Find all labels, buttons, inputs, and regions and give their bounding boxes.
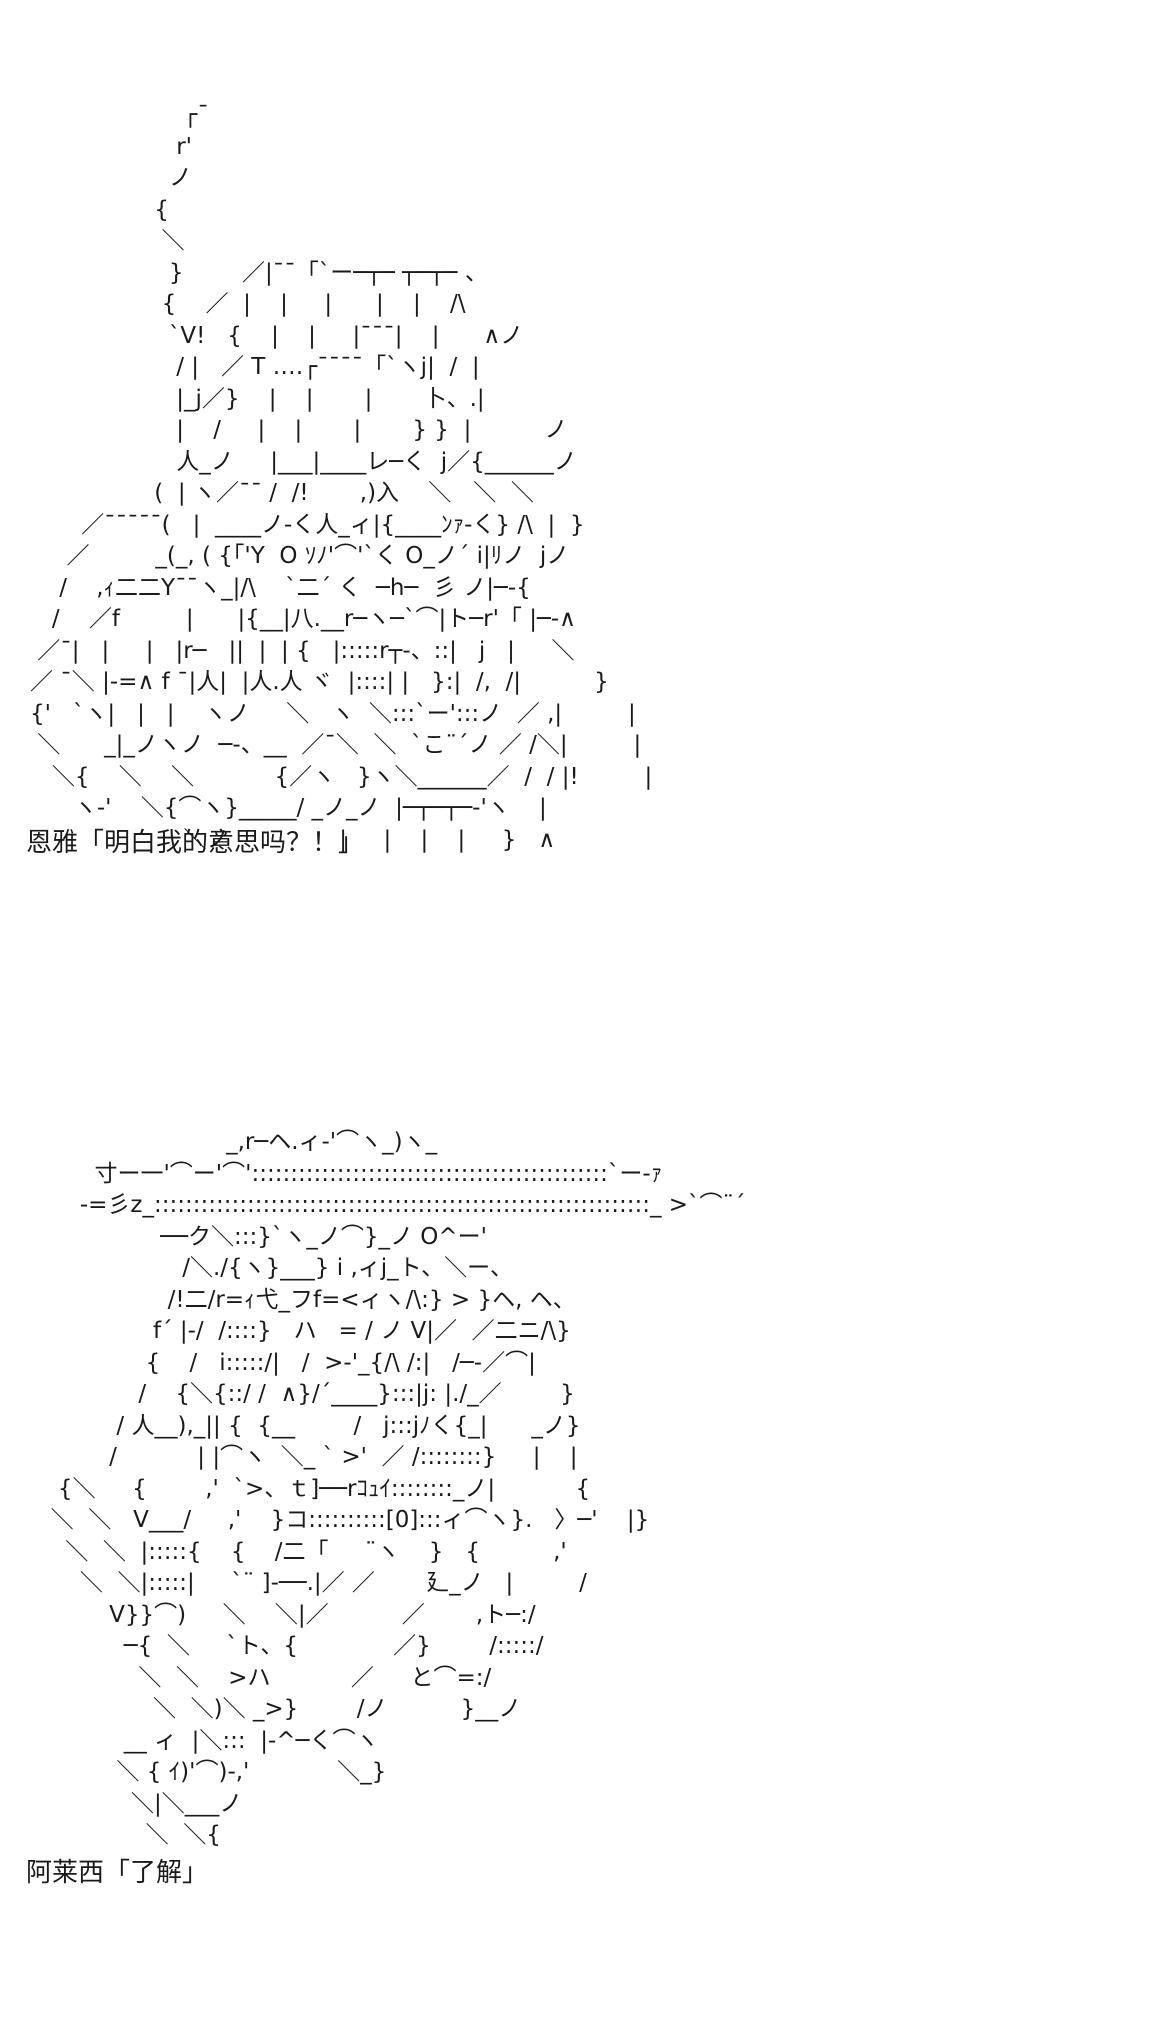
- art-line: / {＼{::/ / ∧}/´____}:::|j: |./_／ }: [36, 1381, 575, 1407]
- art-line: f´ |-/ /::::} ハ = / ノ V|／ ／二ニ/\}: [36, 1318, 571, 1344]
- ascii-art-alessi: _,r─ヘ.ィ-'⌒ヽ_)ヽ_ 寸ー一'⌒ー'⌒':::::::::::::::…: [36, 1127, 746, 1852]
- art-line: | / | | | } } | ノ: [30, 417, 568, 443]
- art-line: ／ ¯＼ |‐=∧ f ¯|人| |人.人 ヾ |::::| | }:| /, …: [30, 669, 609, 695]
- art-line: __ ィ |＼::: |-^─く⌒ヽ: [36, 1727, 379, 1754]
- art-line: ＼ { ｲ)'⌒)-,' ＼_}: [36, 1759, 387, 1785]
- art-line: /!二/r=ｨ弋_フf=<ィヽ/\:} > }ヘ, ヘ、: [36, 1286, 576, 1313]
- art-line: _,r─ヘ.ィ-'⌒ヽ_)ヽ_: [36, 1129, 438, 1155]
- ascii-art-ena: ┌¯ r' ノ { ＼ } ／|¯¯「`ー─┬─ ┬─┬─ 、 { ／ | | …: [30, 100, 652, 856]
- art-line: {' `ヽ| | | ヽノ ＼ ヽ ＼:::`ー':::ノ ／ ,| |: [30, 700, 636, 727]
- art-line: ＼ ＼|:::::| `¨ ]‐──.|／ ／ 廴_ノ | /: [36, 1570, 587, 1596]
- art-line: ‐=彡z_:::::::::::::::::::::::::::::::::::…: [36, 1192, 746, 1218]
- art-line: / | ／ T ‥‥┌¯¯¯¯「`ヽj| / |: [30, 354, 480, 380]
- art-line: ＼ ＼)＼ _>} /ノ }__ノ: [36, 1696, 522, 1722]
- art-line: ／¯| | | |r─ || | | { |:::::r┬-、::| j | ＼: [30, 637, 575, 664]
- art-line: 寸ー一'⌒ー'⌒':::::::::::::::::::::::::::::::…: [36, 1160, 663, 1187]
- art-line: r': [30, 133, 192, 160]
- art-line: ＼|＼___ノ: [36, 1790, 243, 1817]
- dialogue-caption-alessi: 阿莱西「了解」: [26, 1858, 209, 1888]
- art-line: ＼: [30, 228, 185, 254]
- art-line: V}}⌒) ＼ ＼|／ ／ ,ト─:/: [36, 1601, 536, 1628]
- art-line: ＼ ＼ V___/ ,' }コ::::::::::[0]:::ィ⌒ヽ}. 〉─'…: [36, 1507, 650, 1533]
- art-line: { / i:::::/| / >‐'_{/\ /:| /─‐／⌒|: [36, 1349, 536, 1376]
- art-line: ＼ ＼ |:::::{ { /二「 ¨ヽ } { ,': [36, 1538, 567, 1565]
- art-line: / ／f | |{__|八.__r─ヽ─`⌒|ト─r'「 |─‐∧: [30, 606, 576, 632]
- dialogue-caption-ena: 恩雅「明白我的意思吗？！」: [26, 828, 365, 858]
- art-line: 人_ノ |___|____レ─く j／{______ノ: [30, 448, 577, 475]
- art-line: } ／|¯¯「`ー─┬─ ┬─┬─ 、: [30, 259, 488, 286]
- art-line: / 人__),_|| { {__ / j:::jﾉく{_| _ノ}: [36, 1412, 581, 1439]
- art-line: ノ: [30, 165, 192, 191]
- art-line: ＼ ＼ >ハ ／ と⌒=:/: [36, 1664, 492, 1691]
- art-line: {: [30, 196, 169, 223]
- art-line: ──ク＼:::}`ヽ_ノ⌒}_ノ O^ー': [36, 1223, 488, 1250]
- art-line: ＼ _|_ノヽノ ─-、__ ／¯＼ ＼ `こ¨´ノ ／ /＼| |: [30, 732, 642, 758]
- art-line: /＼./{ヽ}___} i ,ィj_ト、＼ー、: [36, 1255, 513, 1281]
- art-line: / ,ｨ二二Y¯¯ヽ_|/\ `二´ く ─h─ 彡 ノ|─‐{: [30, 574, 531, 601]
- art-line: ┌¯: [30, 102, 209, 128]
- art-line: ＼ノ | | | | } ∧: [30, 826, 556, 853]
- art-line: ─{ ＼ `ト、{ ／} /:::::/: [36, 1633, 544, 1659]
- art-line: ／ _(_, ( {「'Y O ｿﾉ'⌒'`く O_ノ´ i|ﾘノ jノ: [30, 543, 570, 569]
- art-line: `V! { | | |¯¯¯| | ∧ノ: [30, 322, 524, 349]
- art-line: / | |⌒ヽ ＼_ ` >' ／ /::::::::} | |: [36, 1444, 578, 1470]
- art-line: |_j／} | | | 卜、.|: [30, 385, 485, 412]
- art-line: ヽ-' ＼{⌒ヽ}_____/ _ノ_ノ |─┬─┬─‐'ヽ |: [30, 795, 547, 821]
- art-line: { ／ | | | | | /\: [30, 291, 466, 317]
- art-line: {＼ { ,' `>、ｔ]──rｺｭｲ::::::::_ノ| {: [36, 1475, 591, 1502]
- art-line: ／¯¯¯¯¯( | ____ノ-く人_ィ|{____ﾝｧ-く} /\ | }: [30, 511, 585, 538]
- art-line: ( | ヽ／¯¯ / /! ,)入 ＼ ＼ ＼: [30, 480, 534, 506]
- art-line: ＼{ ＼ ＼ {／ヽ }ヽ＼______／ / / |! |: [30, 763, 653, 790]
- art-line: ＼ ＼{: [36, 1822, 221, 1848]
